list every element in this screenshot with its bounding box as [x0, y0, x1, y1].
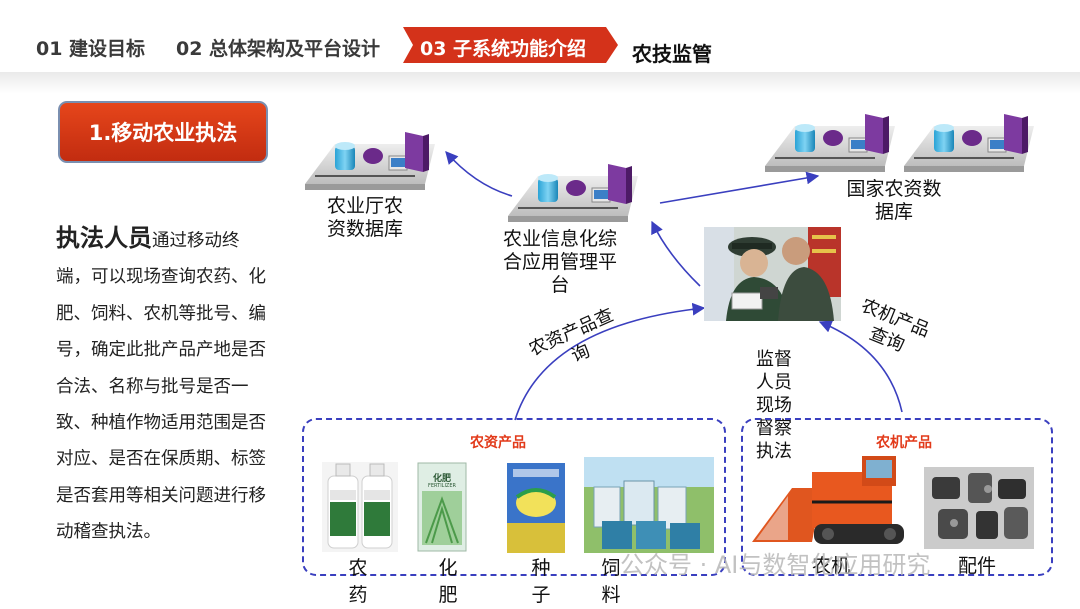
platform-label: 农业信息化综合应用管理平台	[500, 228, 620, 297]
product-pesticide-label: 农药	[343, 555, 373, 609]
server-national-1-icon	[765, 114, 895, 172]
agri-supply-group-title: 农资产品	[470, 432, 526, 452]
arrow-inspector-to-platform	[652, 222, 700, 286]
provincial-db-label: 农业厅农资数据库	[325, 195, 405, 241]
server-provincial-db-icon	[305, 132, 435, 190]
product-parts-label: 配件	[958, 555, 996, 577]
inspector-photo	[704, 227, 841, 321]
arrow-platform-to-provincial	[446, 152, 512, 196]
arrow-platform-to-national	[660, 176, 818, 203]
national-db-label: 国家农资数据库	[842, 178, 946, 224]
server-national-2-icon	[904, 114, 1034, 172]
watermark: 公众号 · AI与数智化应用研究	[620, 545, 930, 580]
product-seeds-label: 种子	[526, 555, 556, 609]
agri-machine-group-title: 农机产品	[876, 432, 932, 452]
server-platform-icon	[508, 164, 638, 222]
product-fertilizer-label: 化肥	[433, 555, 463, 609]
